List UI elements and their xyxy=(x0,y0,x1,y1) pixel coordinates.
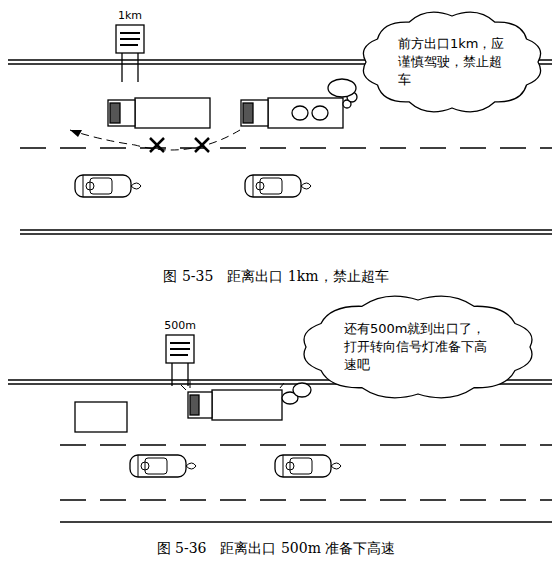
cloud-text: 还有500m就到出口了，打开转向信号灯准备下高速吧 xyxy=(344,320,492,374)
figure-caption: 图 5-36 距离出口 500m 准备下高速 xyxy=(157,540,396,558)
sign-distance: 1km xyxy=(108,10,152,22)
figure-caption: 图 5-35 距离出口 1km，禁止超车 xyxy=(163,268,388,286)
road-sign: 500m xyxy=(158,320,202,386)
road-sign: 1km xyxy=(108,10,152,82)
thought-cloud: 前方出口1km，应谨慎驾驶，禁止超车 xyxy=(358,8,546,116)
thought-cloud: 还有500m就到出口了，打开转向信号灯准备下高速吧 xyxy=(298,292,538,402)
sign-distance: 500m xyxy=(158,320,202,332)
cloud-text: 前方出口1km，应谨慎驾驶，禁止超车 xyxy=(398,35,506,89)
